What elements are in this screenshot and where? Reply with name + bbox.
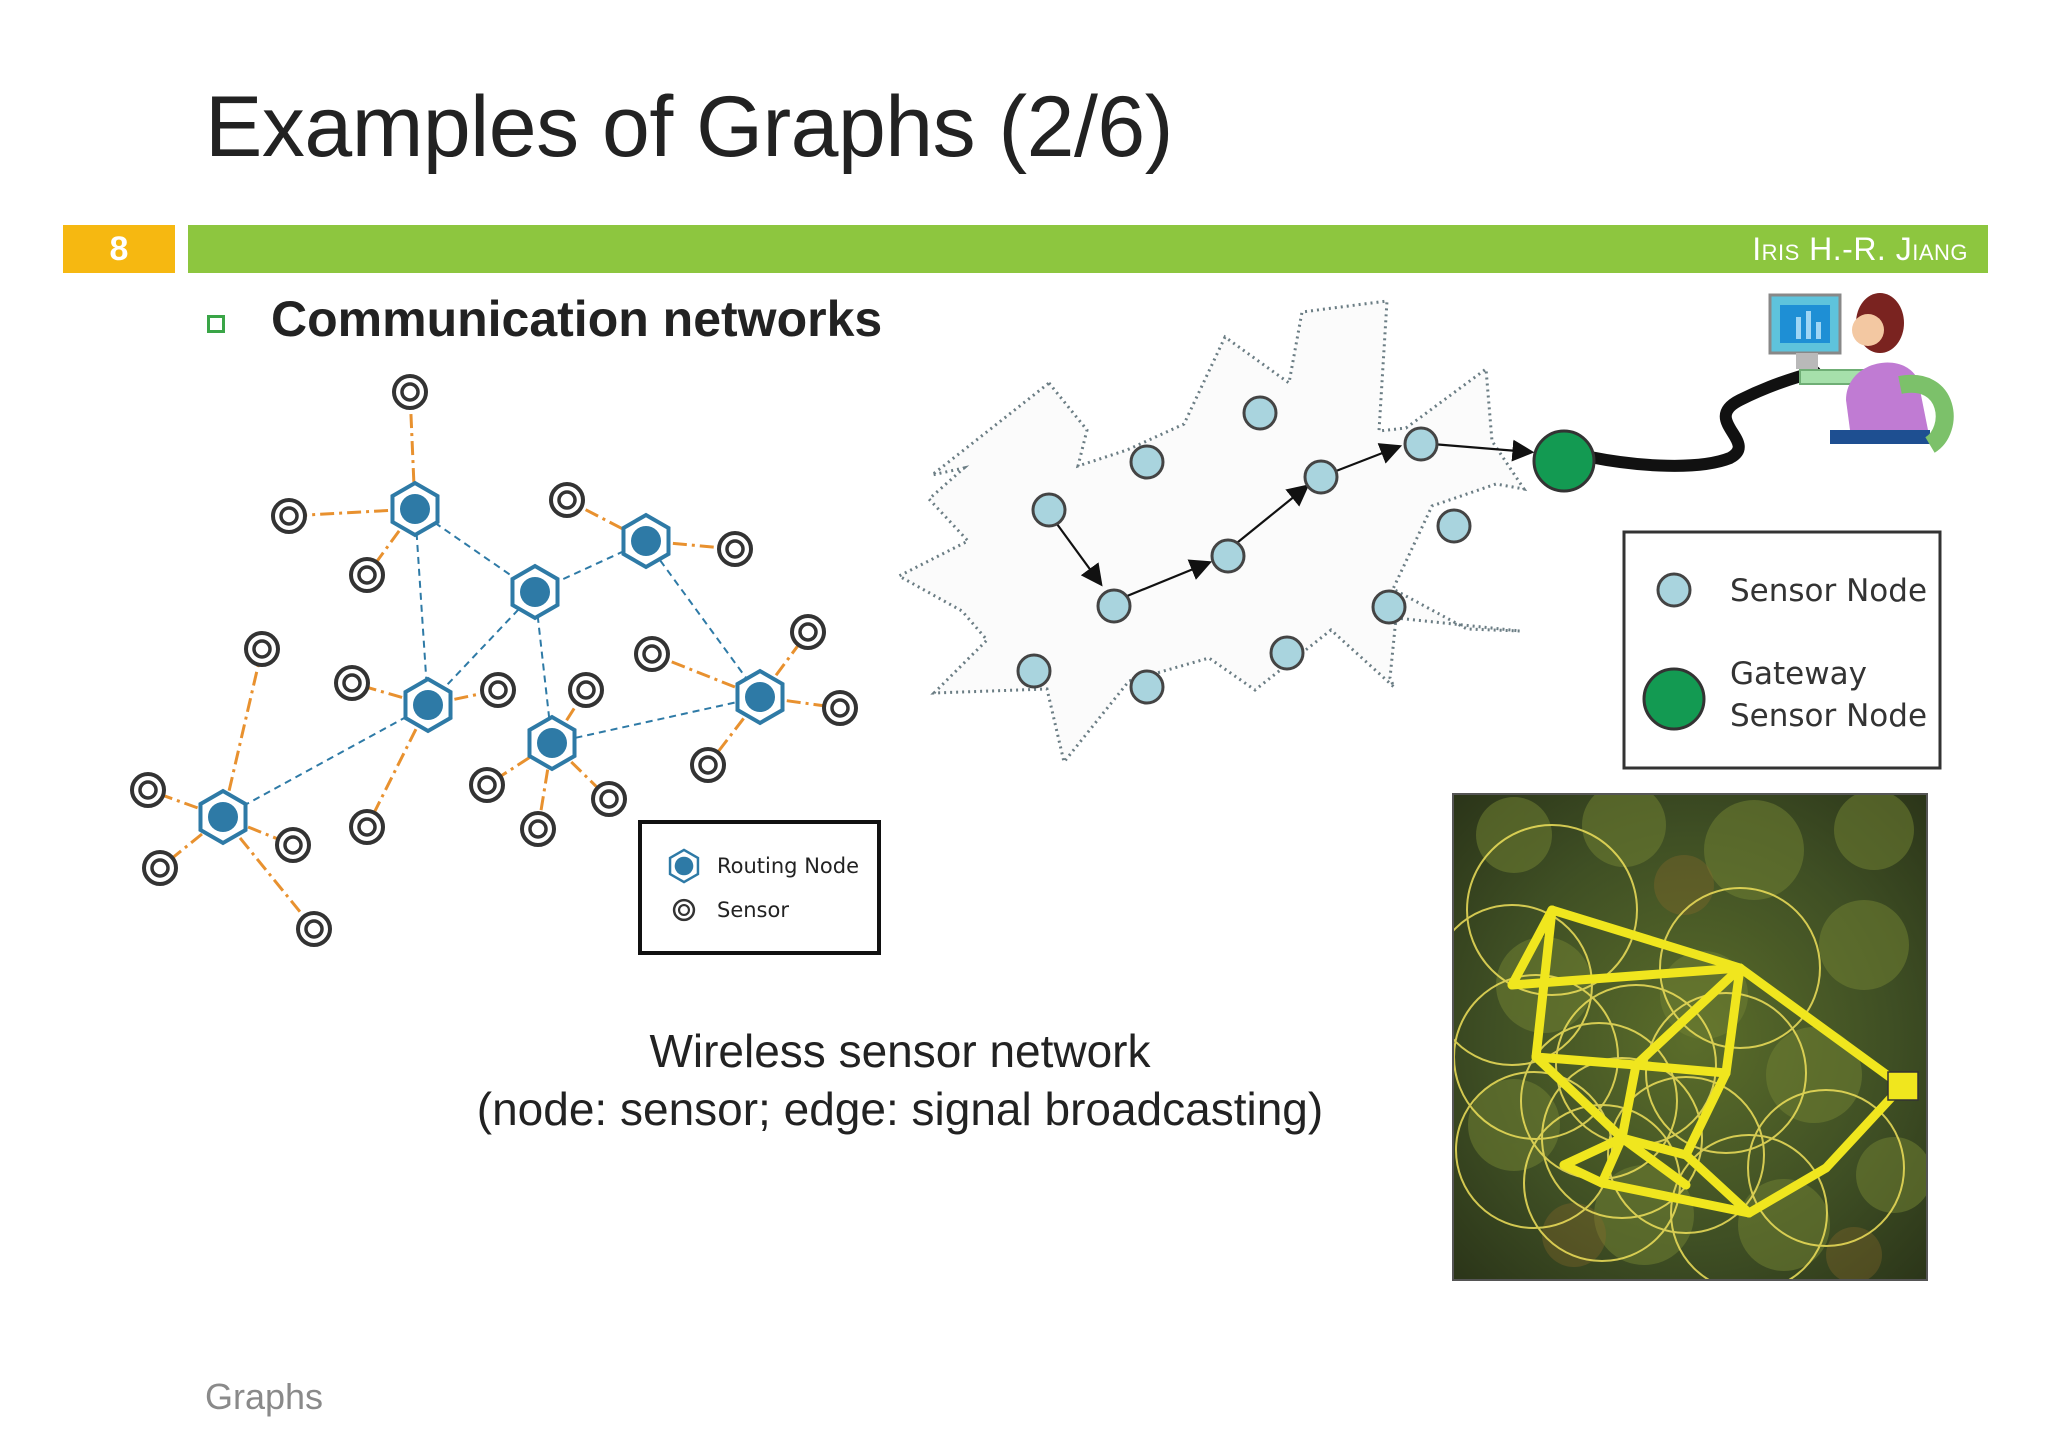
sensor-node-icon — [1269, 635, 1305, 671]
gateway-cable — [1584, 366, 1821, 472]
caption-line-2: (node: sensor; edge: signal broadcasting… — [476, 1083, 1324, 1135]
page-number-badge: 8 — [63, 225, 175, 273]
bullet-square-icon — [207, 315, 225, 333]
legend-gateway-label-2: Sensor Node — [1730, 698, 1927, 734]
footer-label: Graphs — [205, 1376, 324, 1417]
caption-line-1: Wireless sensor network — [649, 1025, 1151, 1077]
gateway-node-icon — [1532, 429, 1596, 493]
bullet-heading: Communication networks — [271, 291, 883, 347]
sensor-node-icon — [1303, 459, 1339, 495]
sensor-node-icon — [1031, 492, 1067, 528]
forest-sensor-mesh-photo — [1452, 793, 1928, 1281]
legend-routing-label: Routing Node — [717, 854, 859, 878]
routing-legend: Routing Node Sensor — [638, 820, 881, 955]
sensor-node-icon — [1656, 572, 1692, 608]
sensor-node-icon — [1436, 508, 1472, 544]
slide-title: Examples of Graphs (2/6) — [205, 79, 1173, 175]
legend-gateway-label-1: Gateway — [1730, 656, 1867, 692]
sensor-node-icon — [1016, 653, 1052, 689]
sensor-node-icon — [1210, 538, 1246, 574]
gateway-sensor-nodes — [1016, 395, 1472, 705]
network-cloud-outline — [895, 299, 1528, 766]
mesh-overlay — [1454, 795, 1926, 1279]
base-station-icon — [1887, 1071, 1919, 1101]
sensor-node-icon — [1096, 588, 1132, 624]
figure-caption: Wireless sensor network (node: sensor; e… — [400, 1022, 1400, 1138]
header-bar: Iris H.-R. Jiang — [188, 225, 1988, 273]
author-name: Iris H.-R. Jiang — [1752, 231, 1968, 267]
sensor-node-icon — [1371, 589, 1407, 625]
legend-sensor-node-label: Sensor Node — [1730, 573, 1927, 609]
sensor-node-icon — [1129, 444, 1165, 480]
legend-sensor-label: Sensor — [717, 898, 789, 922]
sensor-node-icon — [1403, 426, 1439, 462]
sensor-node-icon — [1242, 395, 1278, 431]
sensor-node-icon — [1129, 669, 1165, 705]
gateway-node-icon — [1642, 667, 1706, 731]
computer-user-icon — [1768, 293, 1954, 453]
gateway-legend: Sensor Node Gateway Sensor Node — [1622, 530, 1942, 770]
